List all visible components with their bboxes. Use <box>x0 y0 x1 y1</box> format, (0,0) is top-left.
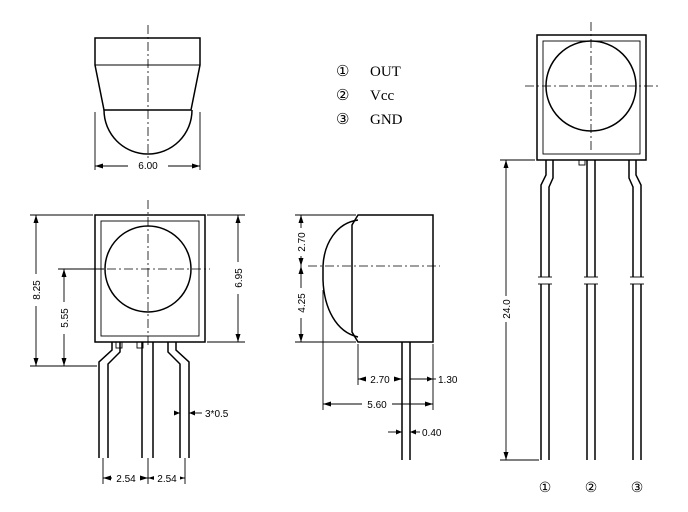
pin-width-label: 3*0.5 <box>205 409 229 420</box>
full-pin-1 <box>540 160 547 460</box>
lead-length-label: 24.0 <box>502 299 513 319</box>
pin-legend: ① OUT ② Vcc ③ GND <box>336 64 403 128</box>
legend-num-2: ② <box>336 88 349 104</box>
side-lower-label: 4.25 <box>297 293 308 313</box>
pin-number-2: ② <box>585 481 598 496</box>
full-pin-3 <box>635 160 642 460</box>
full-view: 24.0 ① ② ③ <box>498 22 658 496</box>
legend-num-1: ① <box>336 64 349 80</box>
front-view: 8.25 5.55 6.95 3*0.5 2.54 2.54 <box>28 200 246 485</box>
full-body-outer <box>536 34 647 161</box>
front-body-inner <box>100 220 200 337</box>
top-view-body-outline <box>94 37 201 111</box>
legend-label-out: OUT <box>370 64 401 80</box>
front-height-total-label: 8.25 <box>32 280 43 300</box>
top-view-lens <box>103 109 193 155</box>
side-pin-thickness-label: 0.40 <box>422 428 442 439</box>
front-body-outer <box>94 214 206 343</box>
side-total-depth-label: 5.60 <box>367 400 387 411</box>
side-body-outline <box>351 214 434 343</box>
side-body-depth-label: 1.30 <box>438 375 458 386</box>
top-view: 6.00 <box>94 25 201 172</box>
side-upper-label: 2.70 <box>297 232 308 252</box>
side-lens <box>322 219 359 338</box>
legend-label-vcc: Vcc <box>370 88 394 104</box>
front-height-center-label: 5.55 <box>60 308 71 328</box>
pitch-left-label: 2.54 <box>116 474 136 485</box>
side-view: 2.70 4.25 2.70 1.30 5.60 0.40 <box>292 214 458 460</box>
lead-break-marks <box>536 276 646 285</box>
top-width-label: 6.00 <box>138 161 158 172</box>
front-pin-3 <box>175 342 190 458</box>
pin-number-1: ① <box>539 481 552 496</box>
pitch-right-label: 2.54 <box>157 474 177 485</box>
legend-num-3: ③ <box>336 112 349 128</box>
front-body-height-label: 6.95 <box>234 268 245 288</box>
side-lens-depth-label: 2.70 <box>370 375 390 386</box>
front-pin-1 <box>98 342 113 458</box>
legend-label-gnd: GND <box>370 112 403 128</box>
pin-number-3: ③ <box>631 481 644 496</box>
